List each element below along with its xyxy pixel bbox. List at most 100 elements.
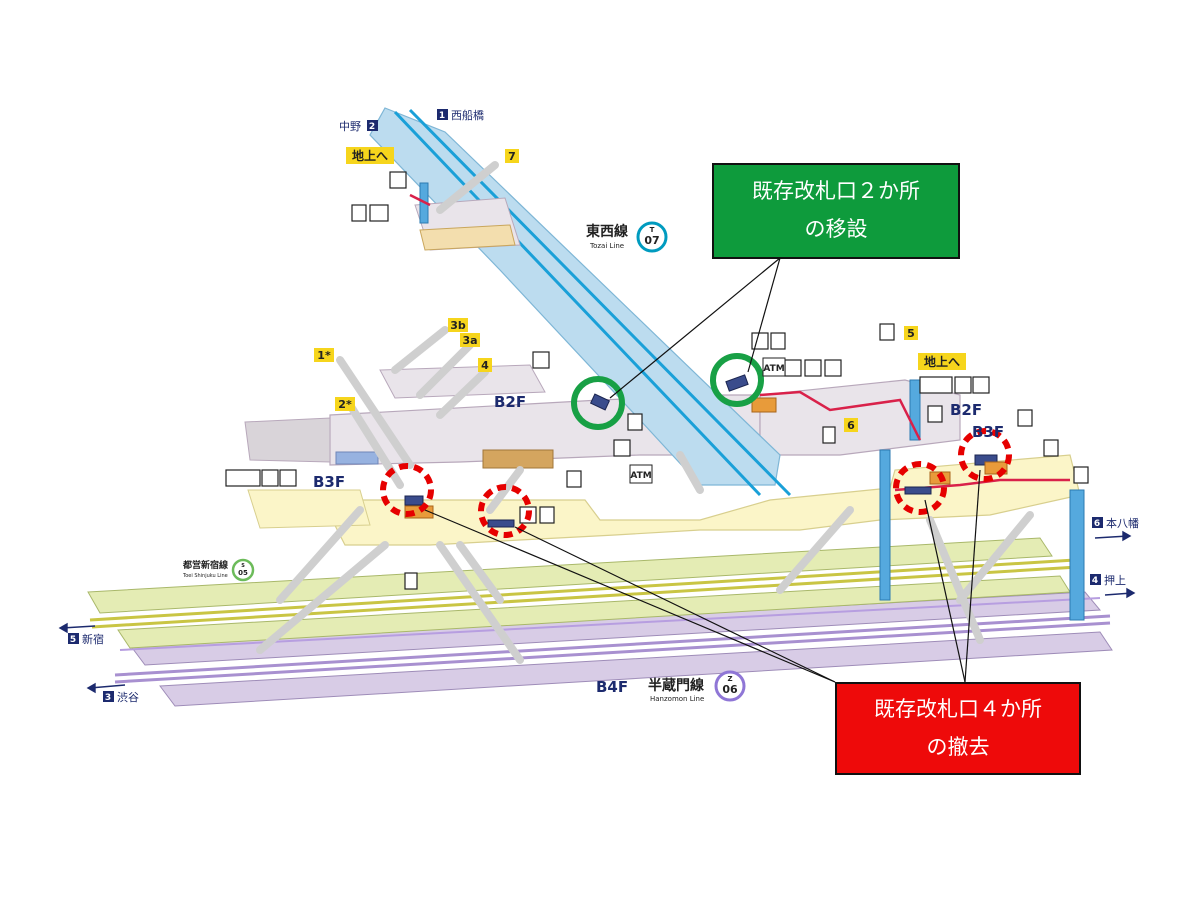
- hanzomon-name-ja: 半蔵門線: [648, 677, 704, 694]
- dir-oshiage-num: 4: [1092, 576, 1098, 586]
- removal-markers: [380, 428, 1012, 538]
- elevator-icon-b3-1: [1017, 409, 1033, 427]
- exit-3b-badge: [448, 318, 468, 332]
- stair-exit3b: [391, 326, 449, 374]
- gate-remove-b3-2: [487, 519, 515, 528]
- exit-5-label: 5: [907, 327, 915, 340]
- exit-3a-label: 3a: [462, 334, 477, 347]
- elevator-right-1: [879, 449, 891, 601]
- leader-red-1: [424, 509, 836, 683]
- center-shop: [482, 449, 554, 469]
- arrow-oshiage-head: [1126, 587, 1136, 599]
- phone-icon-b2: [822, 426, 836, 444]
- b2f-concourse-left: [244, 417, 331, 463]
- stair-exit3a: [416, 341, 474, 399]
- family-toilet-icon-left: [261, 469, 279, 487]
- escalator-icon: [824, 359, 842, 377]
- elevator-right-3: [909, 379, 921, 441]
- gate-remove-b3-1: [404, 495, 424, 506]
- exit-4-badge: [478, 358, 492, 372]
- atm-box-center: [629, 464, 653, 484]
- hanzomon-badge: [714, 670, 746, 702]
- shinjuku-name-ja: 都営新宿線: [182, 559, 228, 571]
- dir-nishifunabashi-badge: [437, 109, 448, 120]
- dir-motoyawata-label: 本八幡: [1106, 516, 1139, 530]
- dir-nishifunabashi-num: 1: [439, 111, 445, 121]
- floor-b4f: B4F: [596, 678, 628, 696]
- elevator-right-2: [1069, 489, 1085, 621]
- exit-2-label: 2*: [338, 398, 352, 411]
- dir-nishifunabashi-label: 西船橋: [451, 108, 484, 122]
- dir-shinjuku-badge: [68, 633, 79, 644]
- elevator-icon-b3-2: [1043, 439, 1059, 457]
- hanzomon-track-2: [114, 621, 1111, 684]
- to-ground-label-left: 地上へ: [352, 148, 388, 163]
- gate-relocate-right: [725, 374, 749, 392]
- shop-icon: [804, 359, 822, 377]
- ticket-machine-icon: [351, 204, 367, 222]
- dir-shinjuku-label: 新宿: [82, 632, 104, 646]
- stair-b3-plat-6: [926, 516, 984, 644]
- tozai-badge: [636, 221, 668, 253]
- leader-green-2: [747, 257, 781, 373]
- shinjuku-badge-letter: S: [241, 563, 245, 569]
- shinjuku-badge-num: 05: [238, 569, 248, 577]
- exit-1-badge: [314, 348, 334, 362]
- leader-red-3: [924, 499, 966, 683]
- dir-shinjuku-num: 5: [70, 635, 76, 645]
- fare-adjust-icon: [369, 204, 389, 222]
- accessible-route-top: [409, 193, 431, 207]
- dir-shibuya-label: 渋谷: [117, 691, 139, 704]
- hanzomon-track-1: [114, 614, 1111, 677]
- exit-5-badge: [904, 326, 918, 340]
- gate-relocate-left: [589, 393, 611, 411]
- ostomate-icon: [972, 376, 990, 394]
- direction-labels: 中野 2 1 西船橋 5 新宿 3 渋谷 6 本八幡 4 押上: [68, 108, 1139, 704]
- tozai-badge-letter: T: [650, 226, 655, 234]
- relocation-callout: 既存改札口２か所 の移設: [712, 163, 960, 259]
- arrow-motoyawata-head: [1122, 530, 1132, 542]
- fare-adjust-icon-right: [751, 332, 769, 350]
- dir-motoyawata-num: 6: [1094, 519, 1100, 529]
- elevator-icon: [389, 171, 407, 189]
- exit-7-badge: [505, 149, 519, 163]
- exit-3a-badge: [460, 333, 480, 347]
- gate-remove-b3-3: [904, 486, 932, 495]
- to-ground-label-right: 地上へ: [924, 354, 960, 369]
- relocate-marker-1: [571, 376, 625, 430]
- hanzomon-platform-2: [159, 631, 1113, 707]
- exit-6-badge: [844, 418, 858, 432]
- tozai-track-2: [408, 108, 792, 497]
- atm-box-right: [762, 357, 786, 377]
- exit-1-label: 1*: [317, 349, 331, 362]
- hanzomon-badge-letter: Z: [727, 675, 732, 683]
- stair-b3-plat-4: [456, 541, 504, 604]
- elevator-icon-b3-3: [1073, 466, 1089, 484]
- left-blue-room: [335, 451, 379, 465]
- stair-b3-plat-1: [276, 506, 364, 604]
- tozai-track-1: [393, 110, 762, 497]
- atm-label-center: ATM: [630, 471, 651, 481]
- leader-red-2: [514, 526, 836, 683]
- floor-b2f-right: B2F: [950, 401, 982, 419]
- gate-booth-b2: [751, 397, 777, 413]
- exit-2-badge: [335, 397, 355, 411]
- toilet-icon-left: [225, 469, 261, 487]
- exit-badges: 7 3b 3a 4 1* 2* 5 6: [314, 149, 918, 432]
- direction-arrows: [58, 530, 1136, 694]
- remove-marker-2: [478, 484, 532, 538]
- shinjuku-track-2: [91, 565, 1079, 629]
- arrow-shinjuku-head: [58, 622, 68, 634]
- stair-exit4: [436, 368, 489, 419]
- ticket-machine-icon-b2: [627, 413, 643, 431]
- phone-icon: [404, 572, 418, 590]
- hanzomon-name-en: Hanzomon Line: [650, 695, 704, 703]
- callout-leaders: [424, 257, 981, 683]
- shinjuku-track-1: [89, 558, 1076, 622]
- floor-b3f-right: B3F: [972, 423, 1004, 441]
- hanzomon-track-3: [119, 597, 1101, 651]
- ticket-gates: [404, 374, 998, 528]
- stair-b3-plat-2: [256, 541, 389, 654]
- dir-shibuya-num: 3: [105, 693, 111, 703]
